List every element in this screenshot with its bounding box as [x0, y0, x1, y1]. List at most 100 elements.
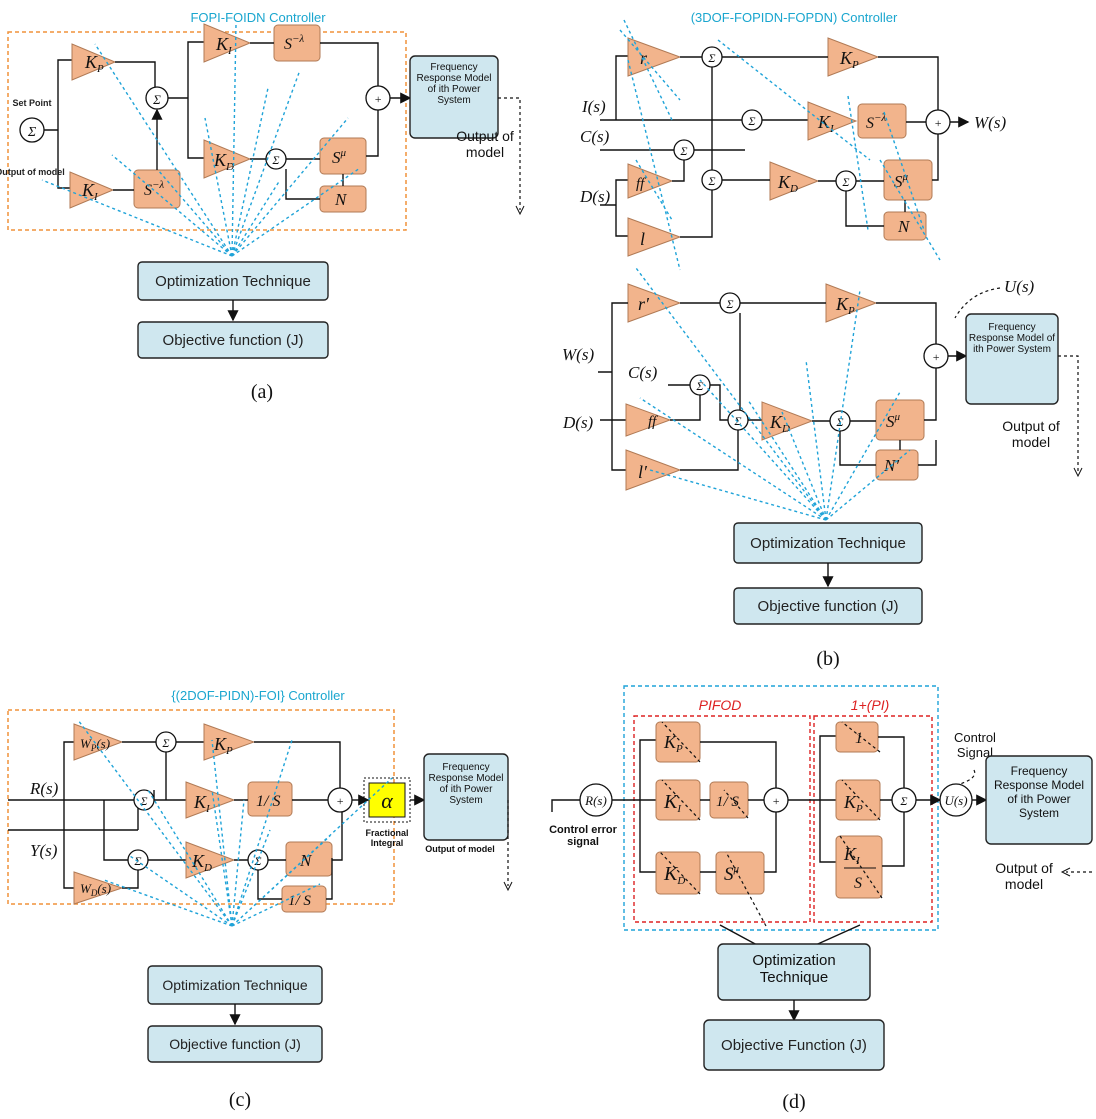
svg-text:+: +	[336, 794, 344, 808]
b-r-gain	[627, 37, 682, 77]
panel-a-title: FOPI-FOIDN Controller	[190, 10, 326, 25]
svg-text:Objective function (J): Objective function (J)	[163, 332, 304, 349]
d-1pi-label: 1+(PI)	[851, 697, 890, 713]
svg-text:1/ S: 1/ S	[716, 794, 739, 810]
a-kp-gain	[71, 43, 117, 81]
svg-text:+: +	[374, 92, 382, 106]
a-freq-model-text: Frequency Response Model of ith Power Sy…	[416, 62, 492, 106]
svg-text:N: N	[897, 217, 911, 236]
c-ki-gain	[185, 781, 236, 819]
b-ff-gain	[627, 163, 674, 199]
b-input-d: D(s)	[579, 187, 611, 206]
panel-d: PIFOD 1+(PI) R(s) Control error signal K…	[549, 685, 1093, 1113]
b-output-w: W(s)	[974, 113, 1006, 132]
caption-d: (d)	[782, 1091, 805, 1113]
c-frequency-response-model	[423, 753, 509, 841]
d-kp-block	[655, 721, 701, 763]
svg-text:1/ S: 1/ S	[288, 893, 311, 909]
svg-text:Σ: Σ	[695, 379, 703, 393]
a-output-of-model: Output of model	[456, 128, 514, 160]
a-kd-gain	[203, 139, 252, 179]
d-kd-block	[655, 851, 701, 895]
svg-text:U(s): U(s)	[944, 793, 967, 808]
b-input-i: I(s)	[581, 97, 606, 116]
d-pifod-frame	[633, 715, 811, 923]
b-input-c2: C(s)	[628, 363, 658, 382]
d-frequency-response-model	[985, 755, 1093, 845]
b-input-w: W(s)	[562, 345, 594, 364]
d-outer-frame	[623, 685, 939, 931]
svg-text:Optimization Technique: Optimization Technique	[750, 535, 906, 552]
svg-text:r′: r′	[638, 294, 650, 314]
c-wd-gain	[73, 871, 124, 905]
d-output-of-model: Output of model	[995, 860, 1053, 892]
c-input-r: R(s)	[29, 779, 59, 798]
svg-text:S: S	[854, 875, 862, 892]
b-l-prime-gain	[625, 449, 682, 491]
svg-text:ff: ff	[636, 176, 646, 192]
d-objective-function	[703, 1019, 885, 1071]
b-input-d2: D(s)	[562, 413, 594, 432]
d-ki-over-s-block	[835, 835, 883, 899]
svg-text:Σ: Σ	[27, 125, 37, 140]
svg-text:Σ: Σ	[707, 174, 715, 188]
b-l-gain	[627, 217, 682, 257]
svg-text:Objective Function (J): Objective Function (J)	[721, 1037, 867, 1054]
output-of-model-input-label: Output of model	[0, 167, 65, 177]
set-point-label: Set Point	[12, 98, 51, 108]
d-control-signal: Control Signal	[954, 730, 996, 760]
c-alpha-block	[368, 782, 406, 818]
b-kd-gain-2	[761, 401, 814, 441]
a-ki-gain-2	[203, 23, 252, 63]
a-frequency-response-model	[409, 55, 499, 139]
svg-text:α: α	[381, 788, 393, 813]
c-one-over-s	[247, 781, 293, 817]
panel-b-title: (3DOF-FOPIDN-FOPDN) Controller	[691, 10, 898, 25]
c-objective-function	[147, 1025, 323, 1063]
b-ff-gain-2	[625, 403, 672, 437]
b-input-c: C(s)	[580, 127, 610, 146]
svg-text:Σ: Σ	[835, 415, 843, 429]
svg-text:WD(s): WD(s)	[80, 881, 111, 898]
panel-c-title: {(2DOF-PIDN)-FOI} Controller	[171, 688, 345, 703]
svg-text:N: N	[334, 190, 348, 209]
svg-text:Σ: Σ	[271, 153, 279, 167]
d-tuning-links	[659, 721, 883, 927]
svg-text:Optimization Technique: Optimization Technique	[155, 273, 311, 290]
svg-text:+: +	[932, 350, 940, 364]
svg-text:1/ S: 1/ S	[256, 793, 280, 810]
b-frequency-response-model	[965, 313, 1059, 405]
b-u-label: U(s)	[1004, 277, 1035, 296]
svg-text:l: l	[640, 229, 645, 249]
svg-text:R(s): R(s)	[584, 793, 607, 808]
caption-c: (c)	[229, 1089, 251, 1111]
svg-text:1: 1	[855, 730, 863, 747]
d-pifod-label: PIFOD	[699, 697, 742, 713]
d-1pi-frame	[813, 715, 933, 923]
svg-text:Optimization Technique: Optimization Technique	[162, 977, 307, 993]
b-objective-function	[733, 587, 923, 625]
svg-text:Σ: Σ	[841, 175, 849, 189]
svg-text:ff: ff	[648, 414, 658, 430]
svg-text:Objective function (J): Objective function (J)	[169, 1036, 301, 1052]
svg-text:Σ: Σ	[139, 794, 147, 808]
b-tuning-links	[635, 267, 911, 521]
svg-text:l′: l′	[638, 462, 648, 482]
d-s-mu-block	[715, 851, 765, 895]
svg-text:Σ: Σ	[747, 114, 755, 128]
c-wp-gain	[73, 723, 124, 761]
svg-text:Σ: Σ	[253, 854, 261, 868]
c-kp-gain	[203, 723, 256, 761]
svg-text:+: +	[934, 116, 942, 130]
c-fractional-integral-label: Fractional Integral	[365, 828, 409, 848]
caption-a: (a)	[251, 381, 273, 403]
svg-text:Σ: Σ	[679, 144, 687, 158]
svg-text:Σ: Σ	[161, 736, 169, 750]
panel-b: (3DOF-FOPIDN-FOPDN) Controller I(s) C(s)…	[562, 10, 1083, 670]
svg-text:Objective function (J): Objective function (J)	[758, 598, 899, 615]
svg-text:Σ: Σ	[707, 51, 715, 65]
b-s-lambda	[857, 103, 907, 139]
b-kd-gain	[769, 161, 820, 201]
svg-text:N: N	[299, 851, 313, 870]
